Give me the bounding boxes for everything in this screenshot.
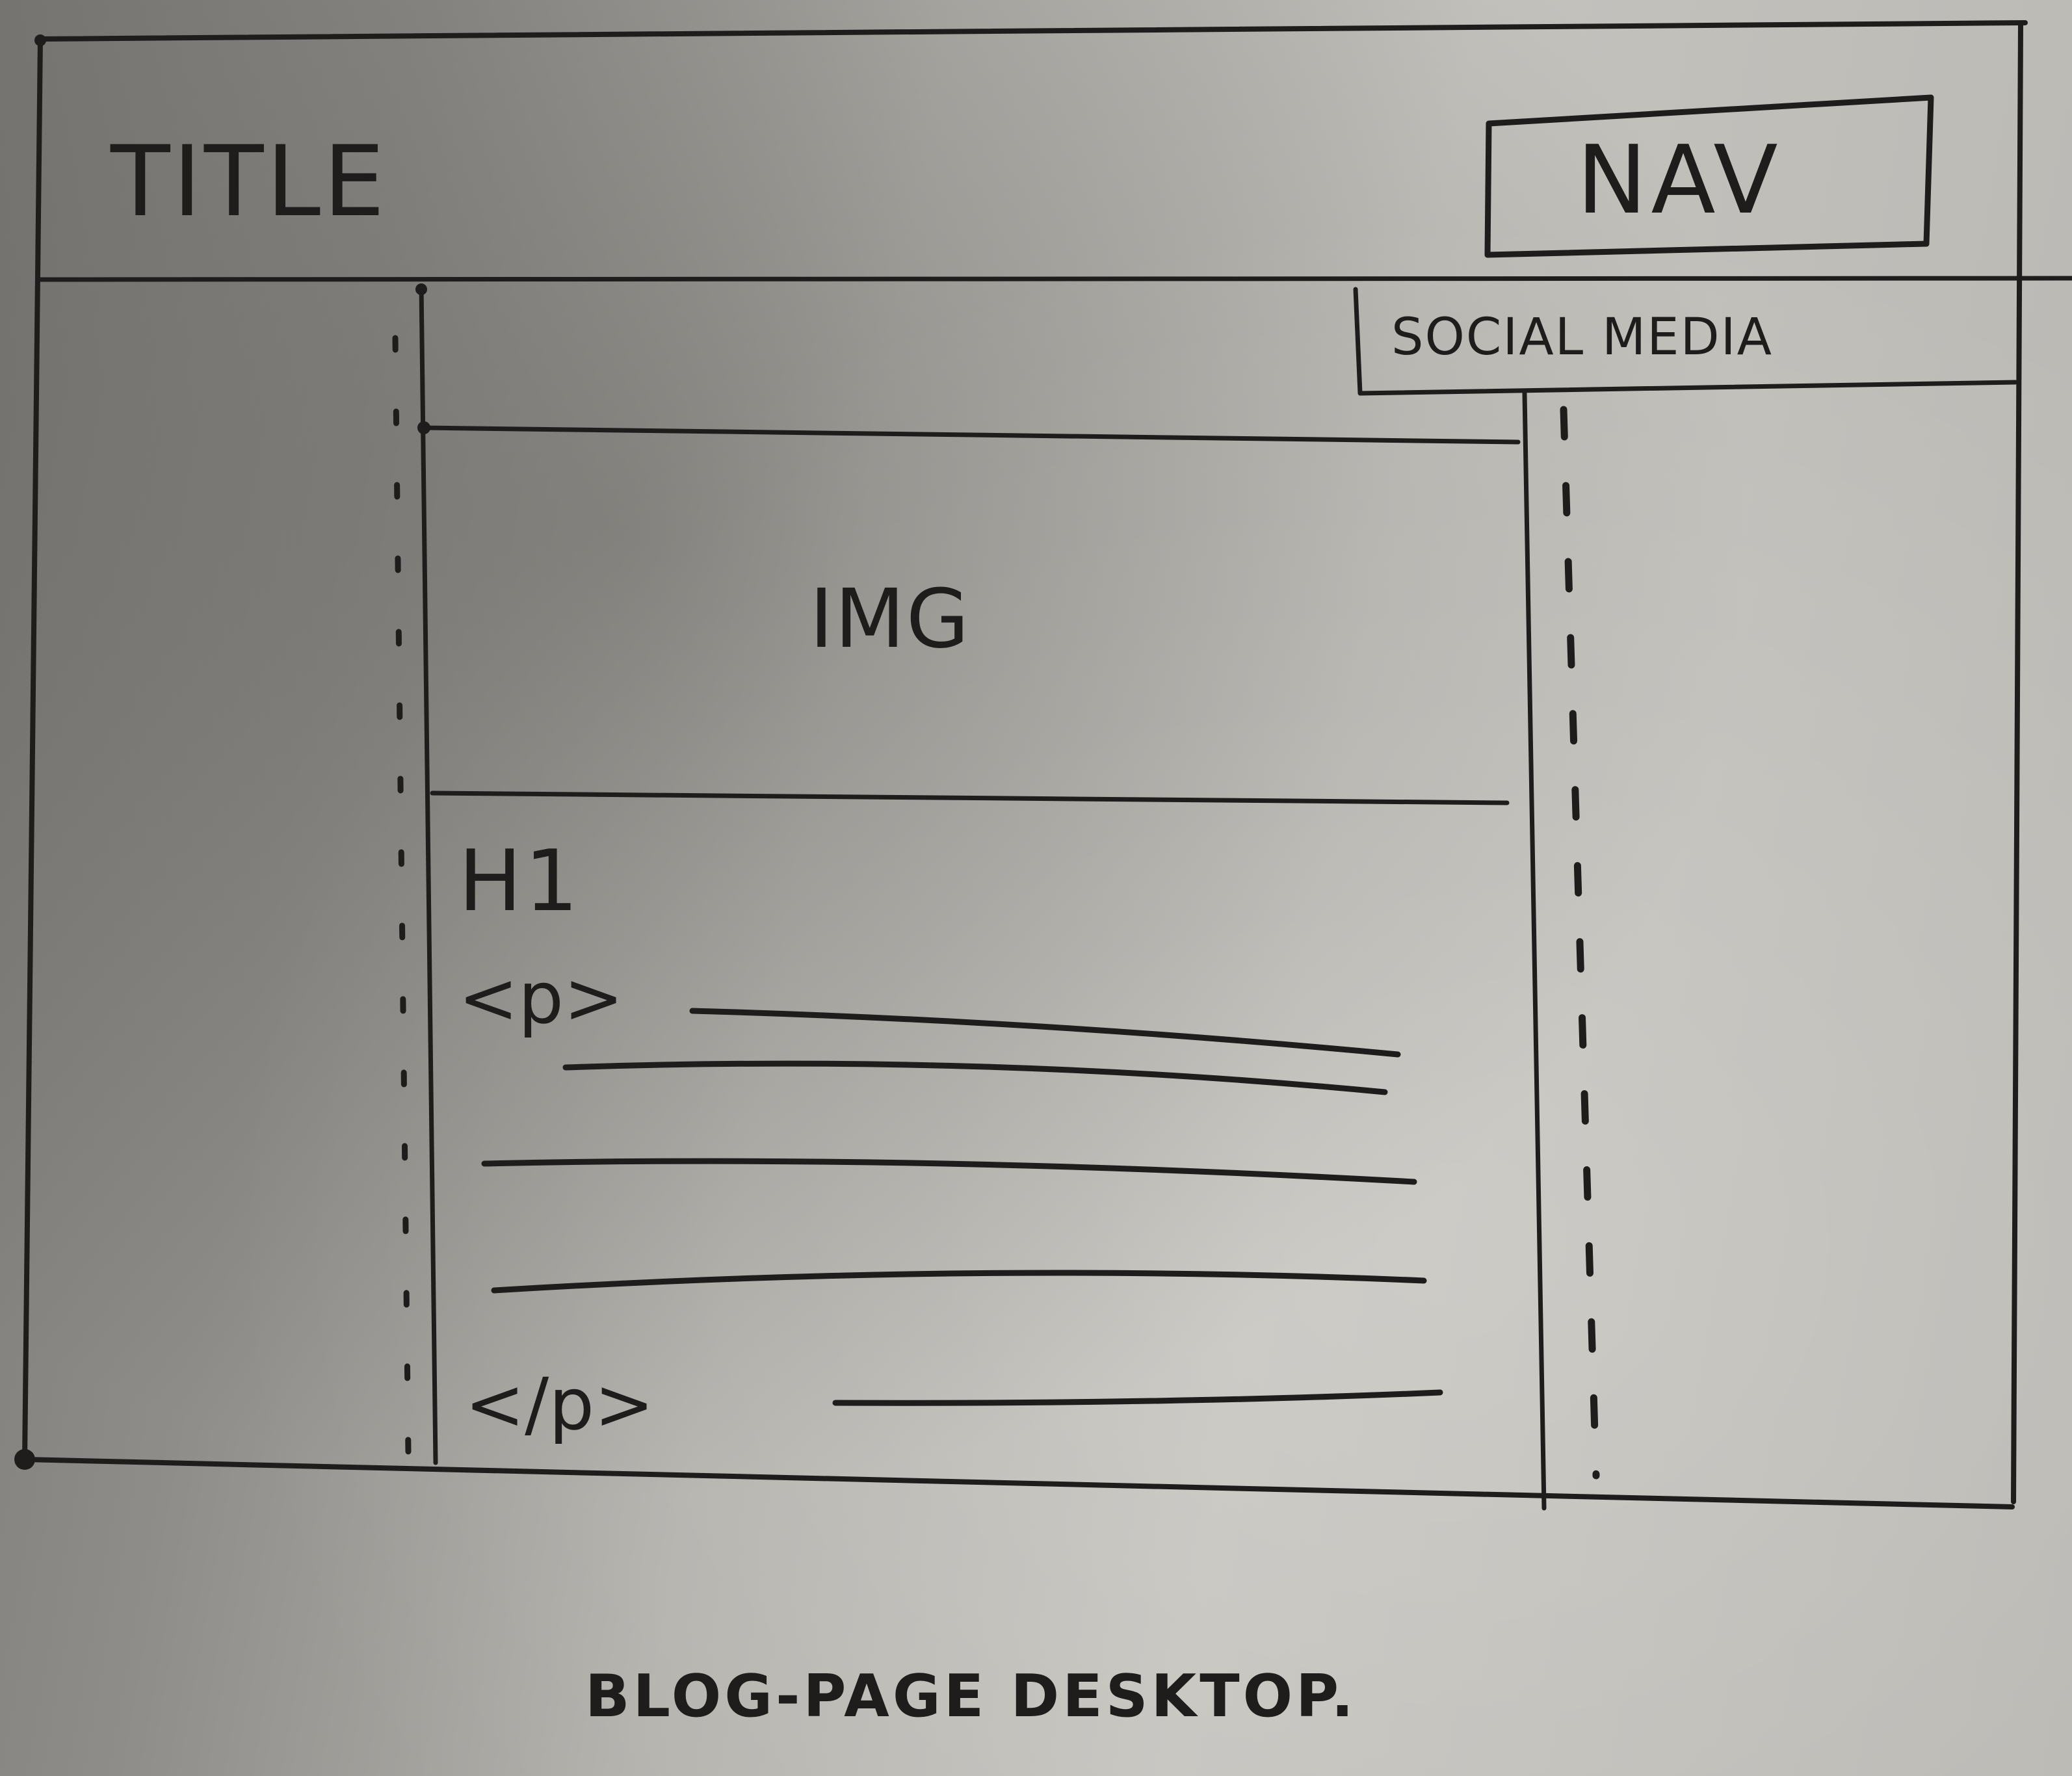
paragraph-line bbox=[562, 1060, 1388, 1095]
paragraph-line bbox=[689, 1008, 1401, 1058]
right-dashed-guide bbox=[1560, 406, 1600, 1480]
sketch-caption: BLOG-PAGE DESKTOP. bbox=[585, 1662, 1357, 1730]
page-frame-left bbox=[22, 36, 43, 1462]
image-top-border bbox=[421, 425, 1521, 445]
nav-box bbox=[1484, 94, 1934, 258]
content-column-right bbox=[1522, 391, 1547, 1511]
nav-label: NAV bbox=[1577, 125, 1782, 235]
content-column-left bbox=[419, 283, 438, 1465]
page-frame-right bbox=[2011, 22, 2023, 1504]
content-corner-dot bbox=[415, 283, 427, 295]
paragraph-line bbox=[491, 1270, 1427, 1294]
paragraph-close-tag: </p> bbox=[465, 1363, 655, 1446]
header-divider bbox=[36, 276, 2072, 282]
heading-label: H1 bbox=[458, 831, 581, 930]
page-title: TITLE bbox=[111, 125, 387, 239]
page-frame-bottom bbox=[22, 1457, 2015, 1509]
social-media-label: SOCIAL MEDIA bbox=[1391, 308, 1773, 367]
frame-corner-dot bbox=[34, 34, 46, 46]
frame-corner-dot bbox=[14, 1449, 35, 1470]
social-media-box bbox=[1353, 287, 2018, 396]
paragraph-open-tag: <p> bbox=[458, 956, 624, 1039]
paragraph-line bbox=[832, 1389, 1443, 1406]
paragraph-line bbox=[481, 1158, 1417, 1185]
image-placeholder-label: IMG bbox=[809, 572, 971, 666]
image-bottom-border bbox=[430, 790, 1510, 805]
left-dotted-guide bbox=[392, 335, 412, 1456]
page-frame-top bbox=[38, 20, 2028, 42]
